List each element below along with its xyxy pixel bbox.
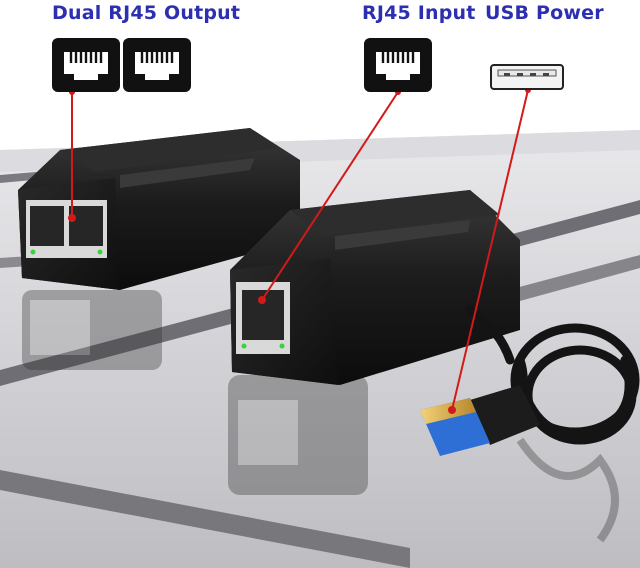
usb-power-label: USB Power [485,2,604,24]
rj45-input-label: RJ45 Input [362,2,476,24]
rj45-input-port-icon [364,38,432,92]
rj45-output-port-2-icon [123,38,191,92]
dual-rj45-output-label: Dual RJ45 Output [52,2,241,24]
usb-a-port-icon [490,64,564,90]
dual-output-splitter [18,128,300,290]
device-reflection [22,290,619,543]
rj45-output-port-1-icon [52,38,120,92]
pointer-lines [71,89,529,411]
usb-a-plug [420,385,540,456]
